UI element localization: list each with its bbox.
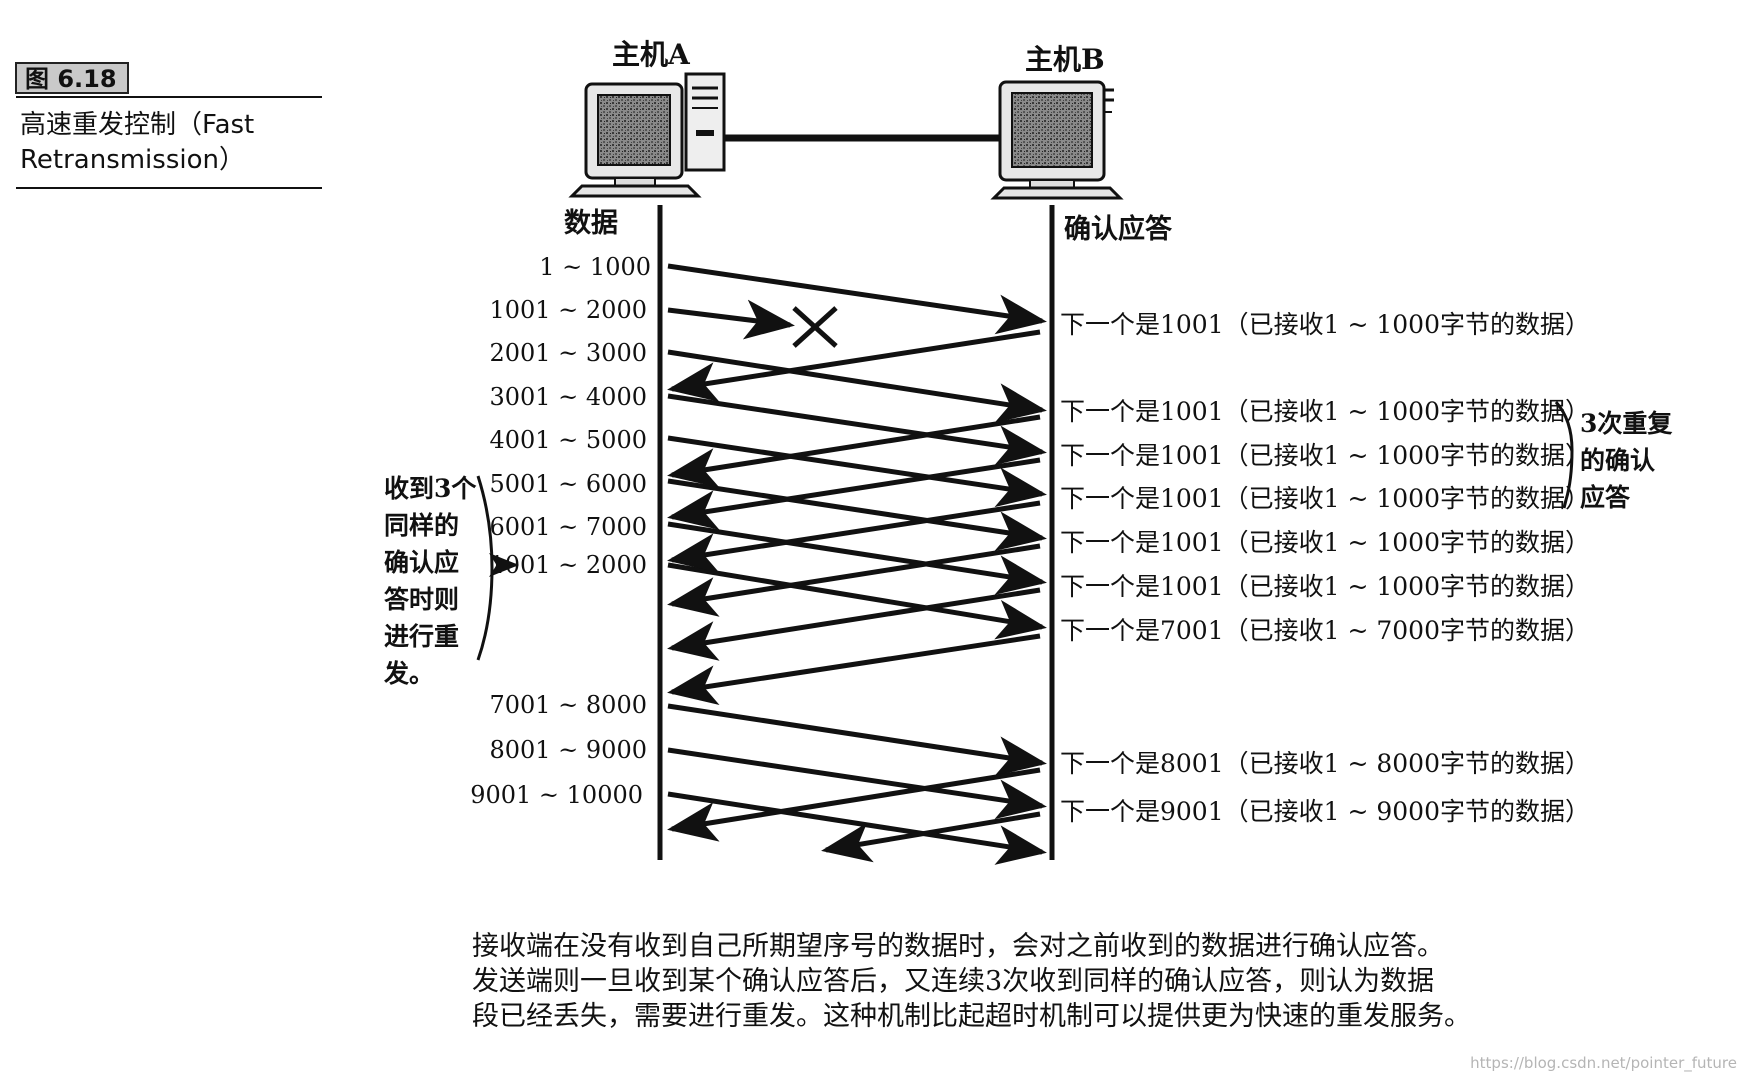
retransmit-note: 收到3个 同样的 确认应 答时则 进行重 发。 — [383, 474, 477, 688]
dup-ack-note-line: 应答 — [1580, 483, 1631, 512]
segment-label: 9001 ~ 10000 — [470, 781, 643, 809]
ack-label: 下一个是1001（已接收1 ~ 1000字节的数据） — [1060, 528, 1590, 557]
ack-arrow — [821, 811, 1041, 863]
retransmit-note-line: 答时则 — [384, 585, 459, 614]
segment-label: 7001 ~ 8000 — [489, 691, 647, 719]
data-arrow — [667, 521, 1047, 595]
caption-line: 段已经丢失，需要进行重发。这种机制比起超时机制可以提供更为快速的重发服务。 — [472, 1001, 1471, 1032]
dup-ack-brace — [1554, 401, 1574, 509]
segment-label: 8001 ~ 9000 — [489, 736, 647, 764]
data-arrow — [667, 435, 1047, 508]
segment-label: 5001 ~ 6000 — [489, 470, 647, 498]
ack-labels: 下一个是1001（已接收1 ~ 1000字节的数据） 下一个是1001（已接收1… — [1060, 310, 1590, 826]
ack-arrow — [667, 329, 1041, 402]
ack-arrow — [667, 457, 1041, 530]
ack-label: 下一个是7001（已接收1 ~ 7000字节的数据） — [1060, 616, 1590, 645]
retransmit-note-line: 同样的 — [384, 511, 459, 540]
host-b-computer-icon — [990, 80, 1124, 200]
caption-line: 接收端在没有收到自己所期望序号的数据时，会对之前收到的数据进行确认应答。 — [472, 931, 1444, 962]
segment-label: 6001 ~ 7000 — [489, 513, 647, 541]
ack-label: 下一个是1001（已接收1 ~ 1000字节的数据） — [1060, 572, 1590, 601]
sender-column-label: 数据 — [564, 208, 618, 239]
retransmit-note-line: 进行重 — [384, 622, 459, 651]
packet-lost-x-mark — [792, 306, 838, 348]
ack-label: 下一个是1001（已接收1 ~ 1000字节的数据） — [1060, 441, 1590, 470]
segment-label: 3001 ~ 4000 — [489, 383, 647, 411]
ack-arrow — [667, 543, 1041, 617]
host-a-label: 主机A — [612, 38, 691, 71]
segment-label: 2001 ~ 3000 — [489, 339, 647, 367]
ack-arrow — [667, 633, 1041, 706]
dup-ack-note-line: 3次重复 — [1580, 409, 1673, 438]
data-arrow — [667, 703, 1047, 776]
watermark: https://blog.csdn.net/pointer_future — [1470, 1054, 1737, 1073]
data-arrow — [667, 393, 1047, 466]
ack-label: 下一个是1001（已接收1 ~ 1000字节的数据） — [1060, 397, 1590, 426]
host-b-label: 主机B — [1025, 43, 1105, 76]
data-arrows — [667, 263, 1047, 865]
segment-label: 4001 ~ 5000 — [489, 426, 647, 454]
ack-arrow — [667, 587, 1041, 661]
data-arrow — [667, 478, 1047, 551]
ack-label: 下一个是1001（已接收1 ~ 1000字节的数据） — [1060, 310, 1590, 339]
ack-arrows — [667, 329, 1041, 863]
figure-header: 图 6.18 高速重发控制（Fast Retransmission） — [15, 62, 322, 189]
retransmit-note-line: 收到3个 — [384, 474, 477, 503]
ack-label: 下一个是9001（已接收1 ~ 9000字节的数据） — [1060, 797, 1590, 826]
caption: 接收端在没有收到自己所期望序号的数据时，会对之前收到的数据进行确认应答。 发送端… — [472, 931, 1471, 1032]
ack-arrow — [667, 500, 1041, 573]
segment-label: 1001 ~ 2000 — [489, 296, 647, 324]
lost-data-arrow — [667, 299, 795, 340]
retransmit-arrow — [667, 562, 1047, 640]
retransmit-note-line: 确认应 — [384, 548, 459, 577]
retransmit-note-line: 发。 — [383, 659, 434, 688]
data-arrow — [667, 747, 1047, 820]
ack-arrow — [667, 414, 1041, 488]
data-arrow — [667, 349, 1047, 423]
dup-ack-note: 3次重复 的确认 应答 — [1580, 409, 1673, 512]
figure-label-box — [15, 62, 129, 94]
ack-label: 下一个是1001（已接收1 ~ 1000字节的数据） — [1060, 484, 1590, 513]
ack-label: 下一个是8001（已接收1 ~ 8000字节的数据） — [1060, 749, 1590, 778]
ack-arrow — [667, 767, 1041, 842]
figure-title-line1: 高速重发控制（Fast — [20, 110, 254, 140]
figure-label: 图 6.18 — [25, 65, 117, 93]
receiver-column-label: 确认应答 — [1064, 213, 1173, 245]
dup-ack-note-line: 的确认 — [1580, 446, 1655, 475]
segment-labels: 1 ~ 1000 1001 ~ 2000 2001 ~ 3000 3001 ~ … — [470, 253, 651, 809]
host-a-computer-icon — [568, 72, 726, 198]
figure-title-line2: Retransmission） — [20, 145, 245, 175]
segment-label: 1 ~ 1000 — [539, 253, 651, 281]
data-arrow — [667, 263, 1047, 335]
caption-line: 发送端则一旦收到某个确认应答后，又连续3次收到同样的确认应答，则认为数据 — [472, 966, 1434, 997]
